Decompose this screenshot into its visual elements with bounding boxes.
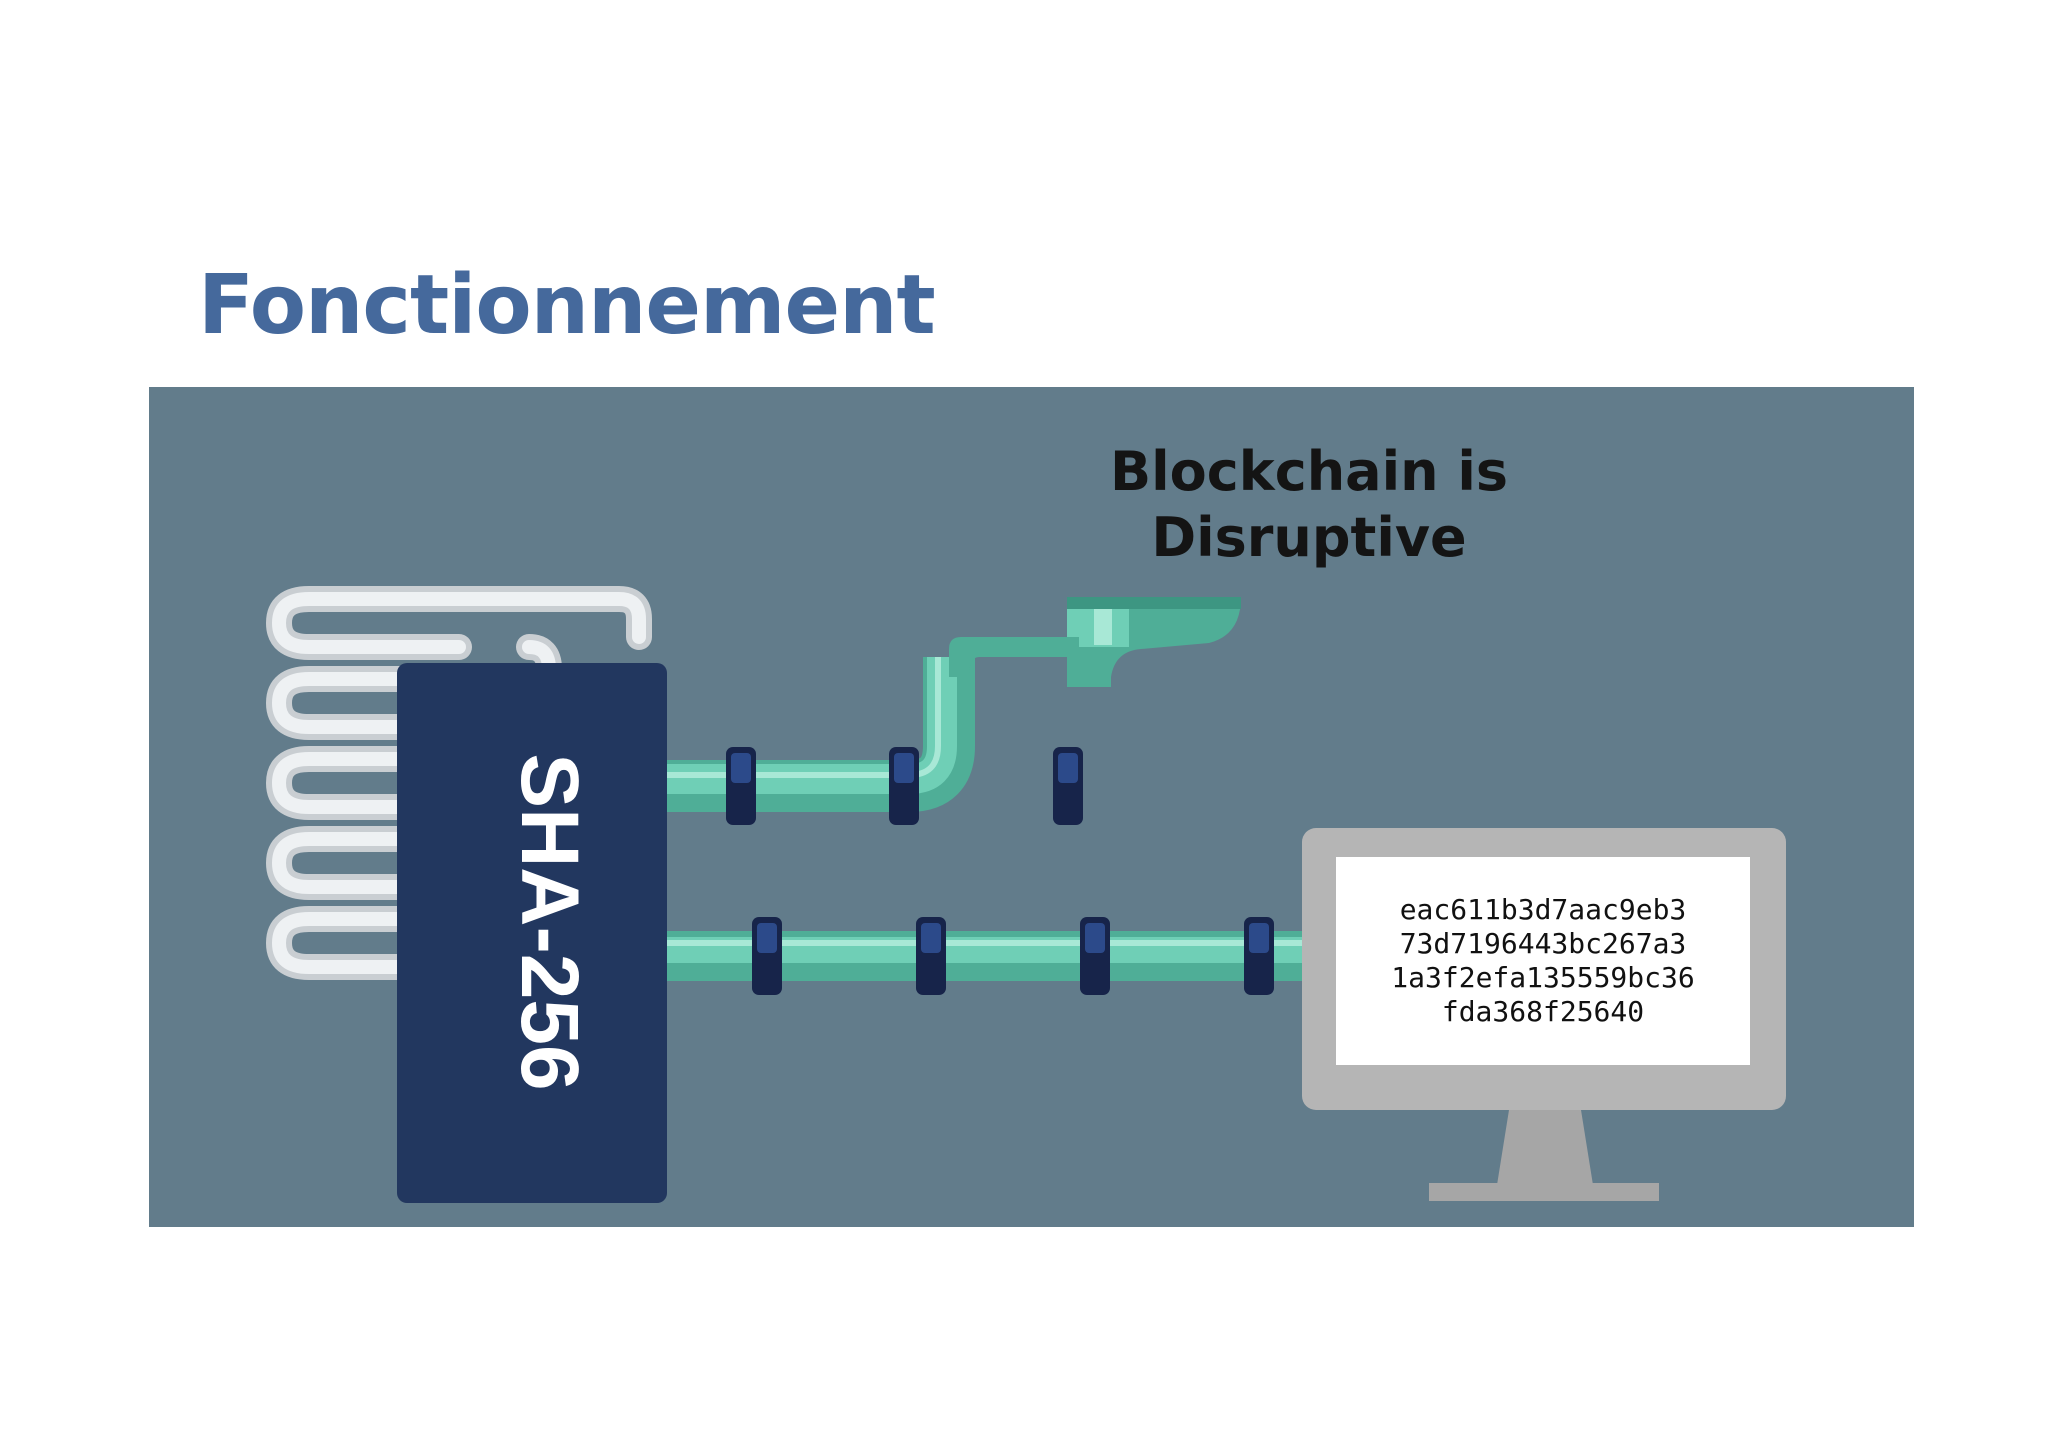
diagram-caption: Blockchain is Disruptive — [939, 439, 1679, 571]
computer-monitor-icon — [1302, 828, 1786, 1201]
caption-line-2: Disruptive — [1151, 506, 1467, 569]
hash-line-1: eac611b3d7aac9eb3 — [1399, 893, 1687, 926]
funnel-icon — [949, 597, 1241, 687]
hash-line-4: fda368f25640 — [1441, 995, 1645, 1028]
hash-line-3: 1a3f2efa135559bc36 — [1391, 961, 1695, 994]
illustration-panel: Blockchain is Disruptive SHA-256 eac611b… — [149, 387, 1914, 1227]
slide-title: Fonctionnement — [198, 258, 936, 353]
illustration-graphic — [265, 586, 1786, 1203]
coil-pipe-top — [265, 586, 652, 660]
sha-256-label: SHA-256 — [504, 753, 595, 1091]
monitor-screen: eac611b3d7aac9eb3 73d7196443bc267a3 1a3f… — [1336, 857, 1750, 1065]
sha-256-block — [397, 663, 667, 1203]
hash-line-2: 73d7196443bc267a3 — [1399, 927, 1687, 960]
caption-line-1: Blockchain is — [1110, 440, 1508, 503]
heat-exchanger-coil-icon — [265, 586, 652, 980]
